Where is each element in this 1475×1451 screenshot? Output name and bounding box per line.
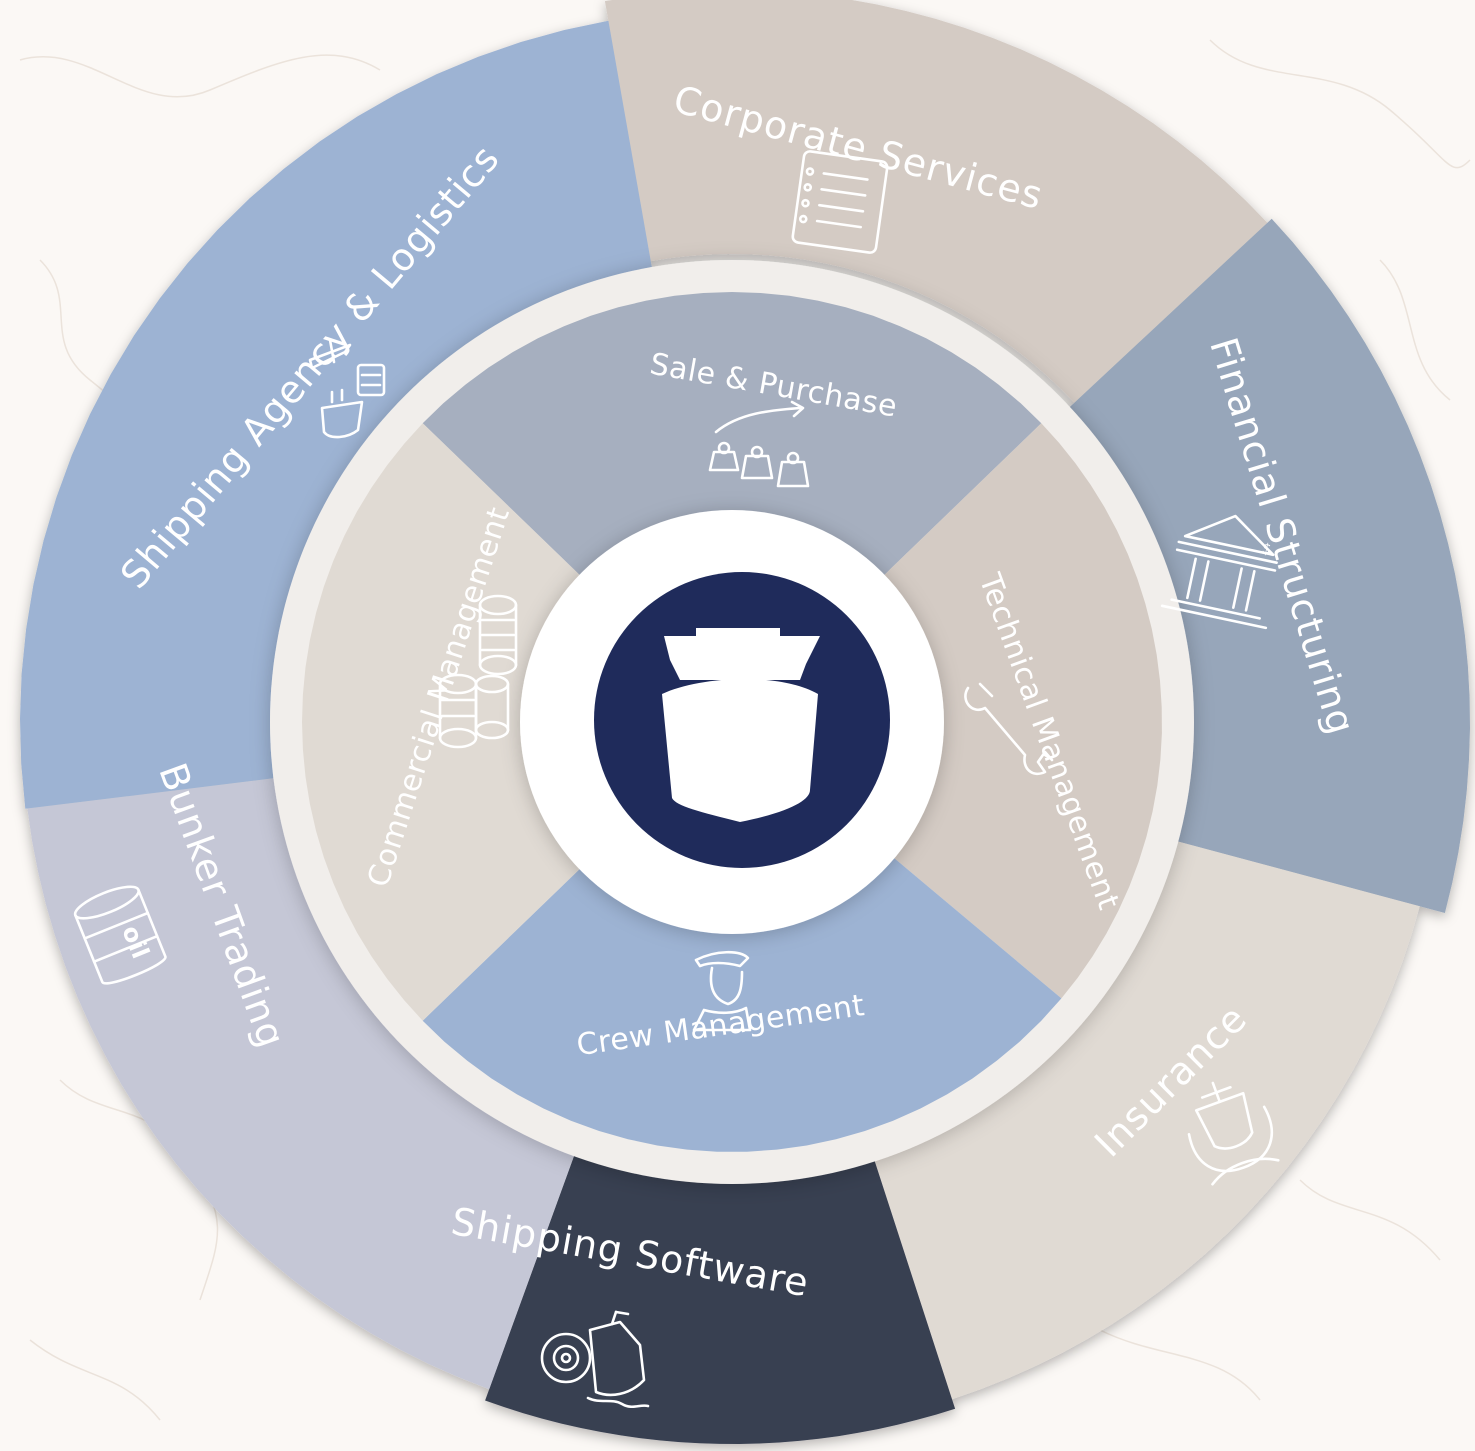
outer-segment-shipping-software[interactable] <box>485 1148 956 1444</box>
ship-bow-icon <box>662 628 820 822</box>
money-bags-icon <box>708 400 810 488</box>
outer-segment-shipping-agency-logistics[interactable] <box>20 20 652 809</box>
outer-segment-insurance[interactable] <box>874 841 1420 1400</box>
outer-segment-corporate-services[interactable] <box>604 0 1268 403</box>
inner-segment-technical-management[interactable] <box>879 423 1162 999</box>
inner-segment-crew-management[interactable] <box>422 853 1062 1152</box>
outer-ring <box>20 0 1470 1444</box>
outer-segment-bunker-trading[interactable] <box>27 777 577 1390</box>
disc-ship-icon <box>540 1310 650 1409</box>
sailor-icon <box>692 950 752 1032</box>
notepad-icon <box>791 150 889 254</box>
protected-ship-icon <box>1187 1081 1280 1186</box>
bank-icon: $ <box>1160 514 1278 630</box>
svg-text:$: $ <box>1261 541 1273 559</box>
logistics-icon <box>308 338 386 439</box>
inner-ring <box>302 292 1162 1152</box>
inner-segment-commercial-management[interactable] <box>302 423 585 1021</box>
wrench-icon <box>964 682 1054 776</box>
coins-icon <box>438 594 518 749</box>
inner-segment-sale-purchase[interactable] <box>422 292 1042 580</box>
outer-segment-financial-structuring[interactable] <box>1067 218 1470 913</box>
